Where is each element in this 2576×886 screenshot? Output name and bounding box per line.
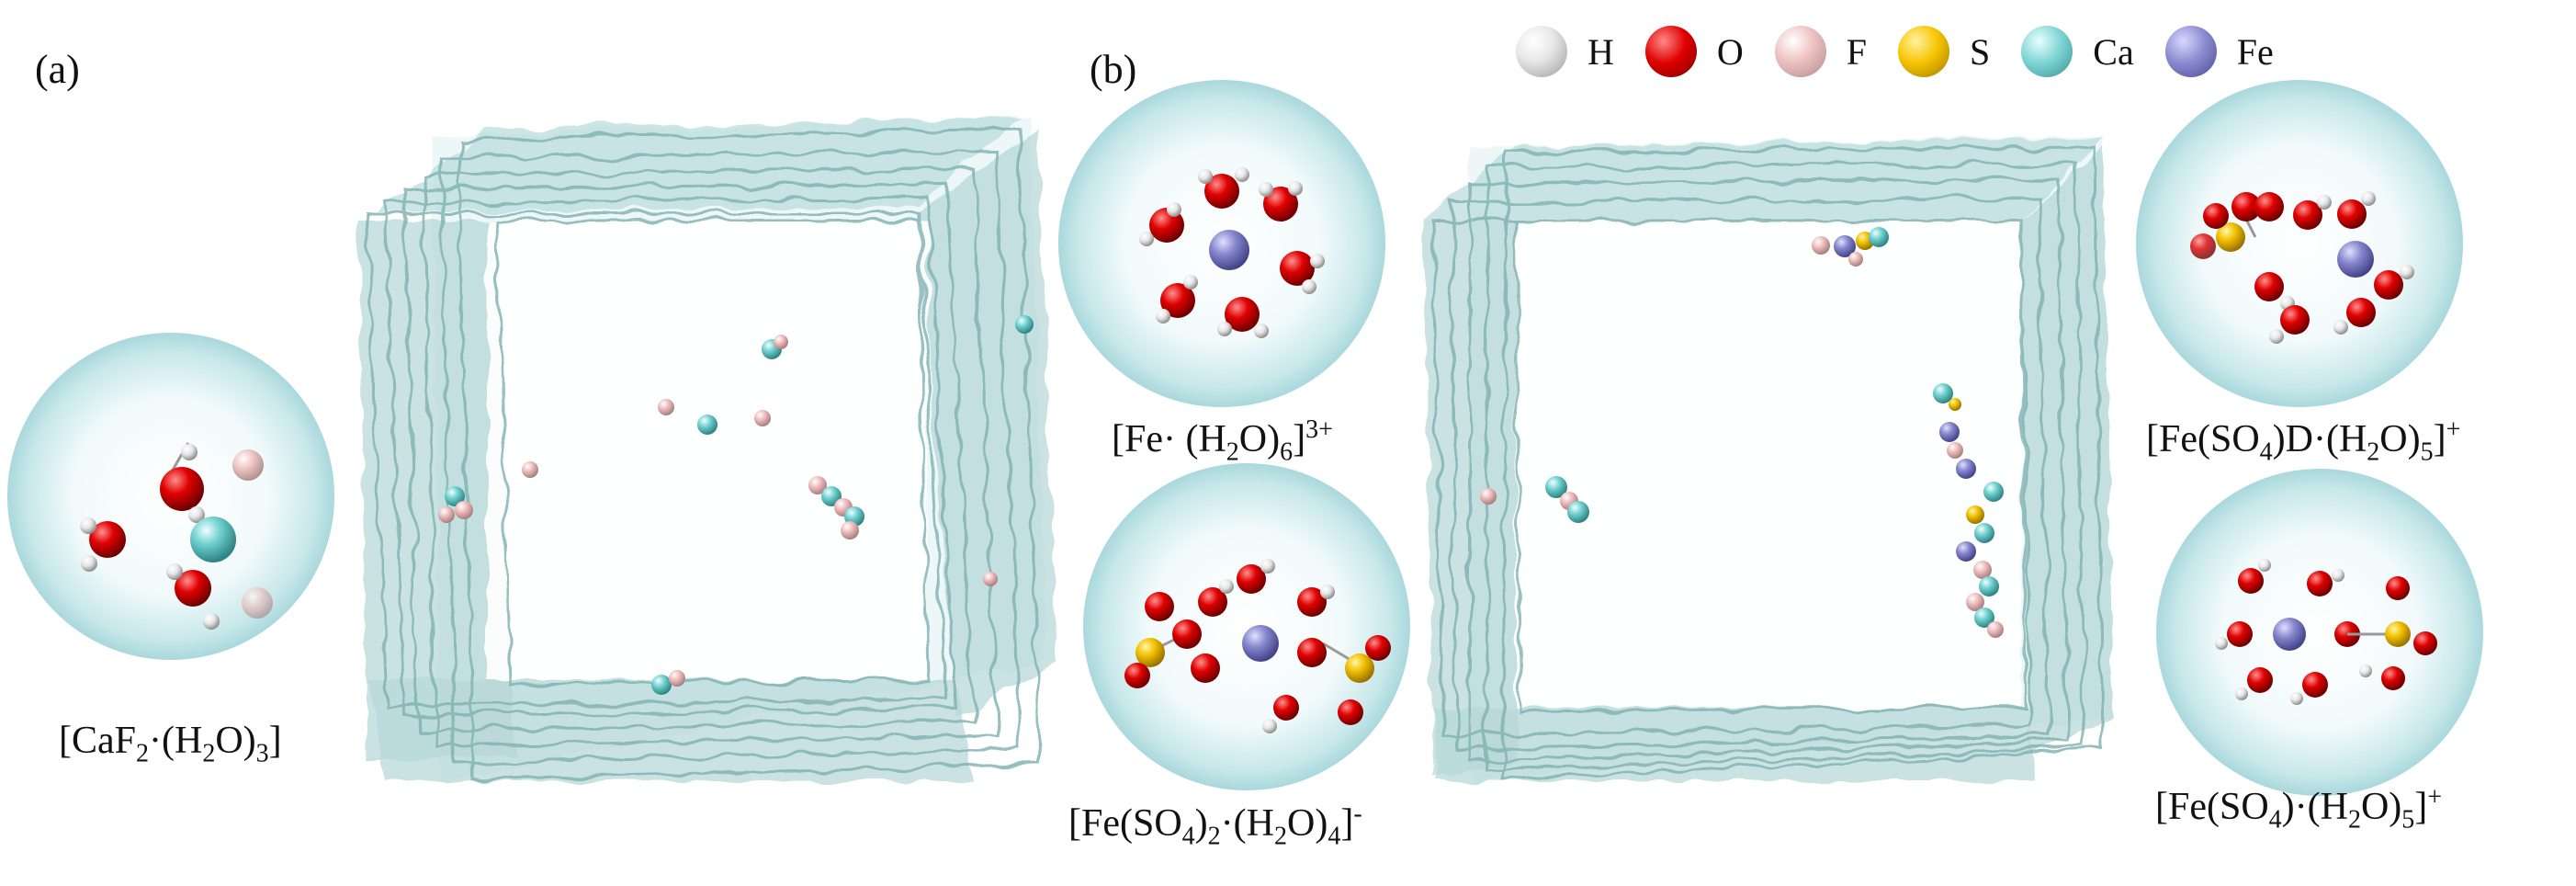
legend-label: O <box>1716 30 1744 73</box>
fe-h2o6-sphere <box>1058 80 1385 407</box>
fe-so4-2-h2o4-sphere <box>1083 463 1410 790</box>
caption-fe-h2o6: [Fe· (H2O)6]3+ <box>1112 415 1333 467</box>
panel-label-a: (a) <box>35 47 80 92</box>
oxygen-ball-icon <box>1644 26 1697 77</box>
legend-item-fe: Fe <box>2164 26 2274 77</box>
legend-label: S <box>1970 30 1991 73</box>
legend-item-f: F <box>1774 26 1868 77</box>
legend-item-s: S <box>1898 26 1990 77</box>
iron-ball-icon <box>2164 26 2217 77</box>
hydrogen-ball-icon <box>1516 26 1567 77</box>
water-box-b <box>1424 136 2113 781</box>
legend-item-h: H <box>1516 26 1614 77</box>
legend-item-o: O <box>1644 26 1744 77</box>
fluorine-ball-icon <box>1774 26 1826 77</box>
legend-label: H <box>1587 30 1614 73</box>
calcium-ball-icon <box>2021 26 2073 77</box>
legend-label: F <box>1846 30 1868 73</box>
fe-so4-h2o5-sphere <box>2156 469 2483 796</box>
panel-label-b: (b) <box>1090 47 1137 92</box>
caption-caf2-h2o3: [CaF2·(H2O)3] <box>59 720 282 768</box>
water-box-a <box>358 116 1056 781</box>
sulfur-ball-icon <box>1898 26 1950 77</box>
legend-label: Ca <box>2093 30 2134 73</box>
caption-fe-so4-2-h2o4: [Fe(SO4)2·(H2O)4]- <box>1068 800 1362 851</box>
atom-legend: H O F S Ca Fe <box>1516 26 2305 77</box>
legend-item-ca: Ca <box>2021 26 2134 77</box>
legend-label: Fe <box>2236 30 2274 73</box>
caption-fe-so4-d-h2o5: [Fe(SO4)D·(H2O)5]+ <box>2146 415 2461 467</box>
caption-fe-so4-h2o5: [Fe(SO4)·(H2O)5]+ <box>2155 783 2443 835</box>
fe-so4-d-h2o5-sphere <box>2136 80 2463 407</box>
caf2-cluster-sphere <box>7 333 334 660</box>
